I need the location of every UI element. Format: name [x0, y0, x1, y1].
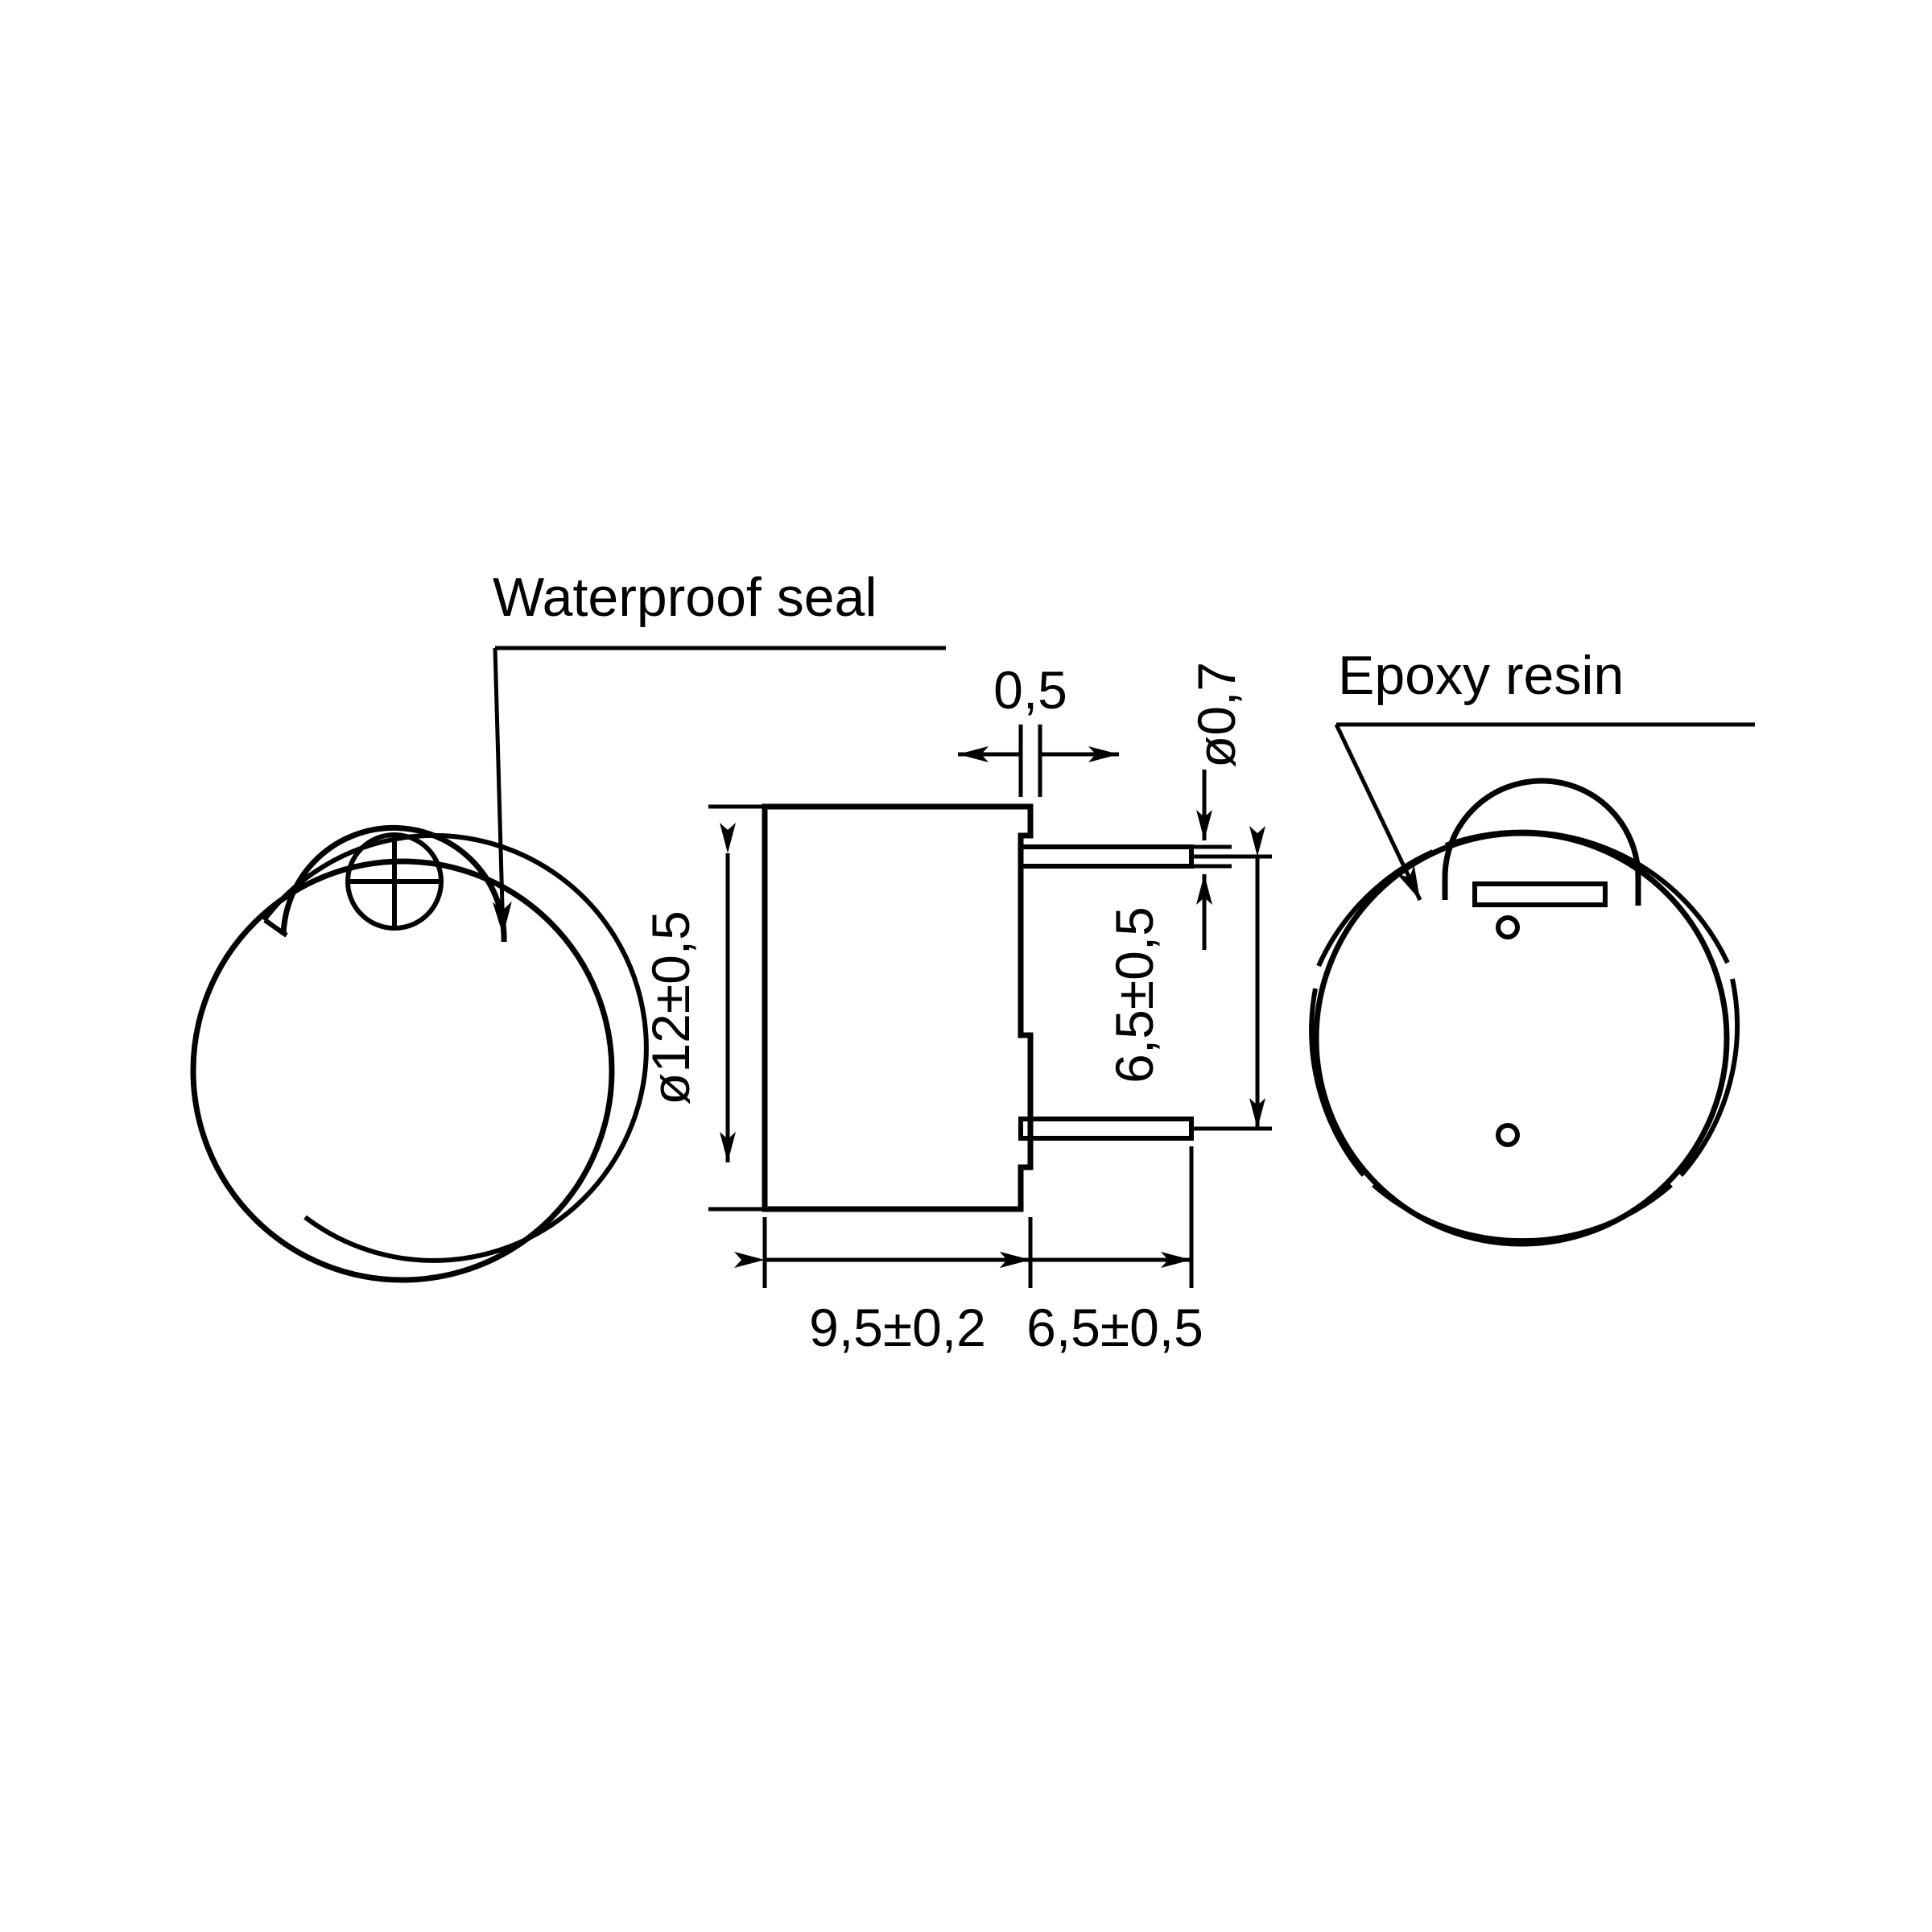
rear-seal-dome [1442, 778, 1641, 906]
rim-arc-left [1309, 988, 1366, 1177]
side-section-view: ø12±0,5 0,5 ø0,7 6,5±0,5 9,5±0 [641, 660, 1272, 1357]
lead-wire-upper [1018, 844, 1194, 869]
seal-tab-outline [280, 824, 507, 943]
terminal-hole-upper [1496, 915, 1520, 939]
waterproof-seal-leader-arrow [492, 647, 512, 936]
right-rear-view: Epoxy resin [1309, 645, 1755, 1247]
epoxy-resin-label: Epoxy resin [1338, 645, 1624, 706]
lead-gap-dim-label: 0,5 [993, 660, 1067, 720]
lead-wire-lower [1018, 1117, 1194, 1141]
lead-length-dim-label: 6,5±0,5 [1026, 1298, 1203, 1357]
lead-pitch-dim-label: 6,5±0,5 [1104, 906, 1164, 1084]
left-front-view: Waterproof seal [190, 567, 946, 1283]
body-profile-outline [762, 803, 1034, 1212]
body-length-dim-label: 9,5±0,2 [809, 1298, 986, 1357]
rim-arc-right [1678, 978, 1740, 1177]
waterproof-seal-label: Waterproof seal [493, 567, 877, 628]
terminal-hole-lower [1496, 1123, 1520, 1147]
rim-arc-upper-right [1444, 829, 1730, 964]
body-inner-arc [262, 832, 649, 1263]
body-outer-circle [190, 858, 615, 1283]
diameter-dim-label: ø12±0,5 [641, 910, 700, 1105]
rear-face-circle [1313, 830, 1730, 1247]
lead-dia-dim-label: ø0,7 [1187, 662, 1246, 768]
epoxy-resin-leader-arrow [1334, 723, 1422, 902]
rear-seal-notch [1472, 881, 1608, 907]
